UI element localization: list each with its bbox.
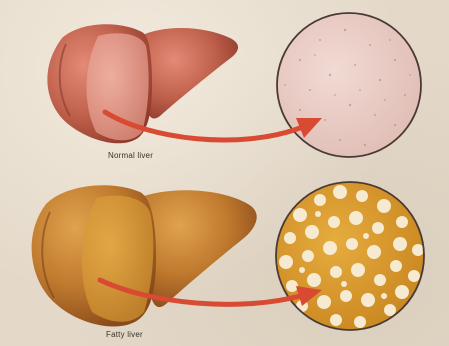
fatty-liver-label: Fatty liver — [106, 330, 143, 339]
normal-tissue-magnified — [277, 13, 421, 157]
normal-liver-label: Normal liver — [108, 151, 153, 160]
fatty-liver-cut-face — [82, 196, 153, 322]
fatty-tissue-magnified — [276, 182, 424, 330]
normal-liver-lobe-right — [139, 28, 238, 119]
normal-liver-cut-face — [87, 33, 149, 140]
normal-liver — [47, 24, 238, 143]
